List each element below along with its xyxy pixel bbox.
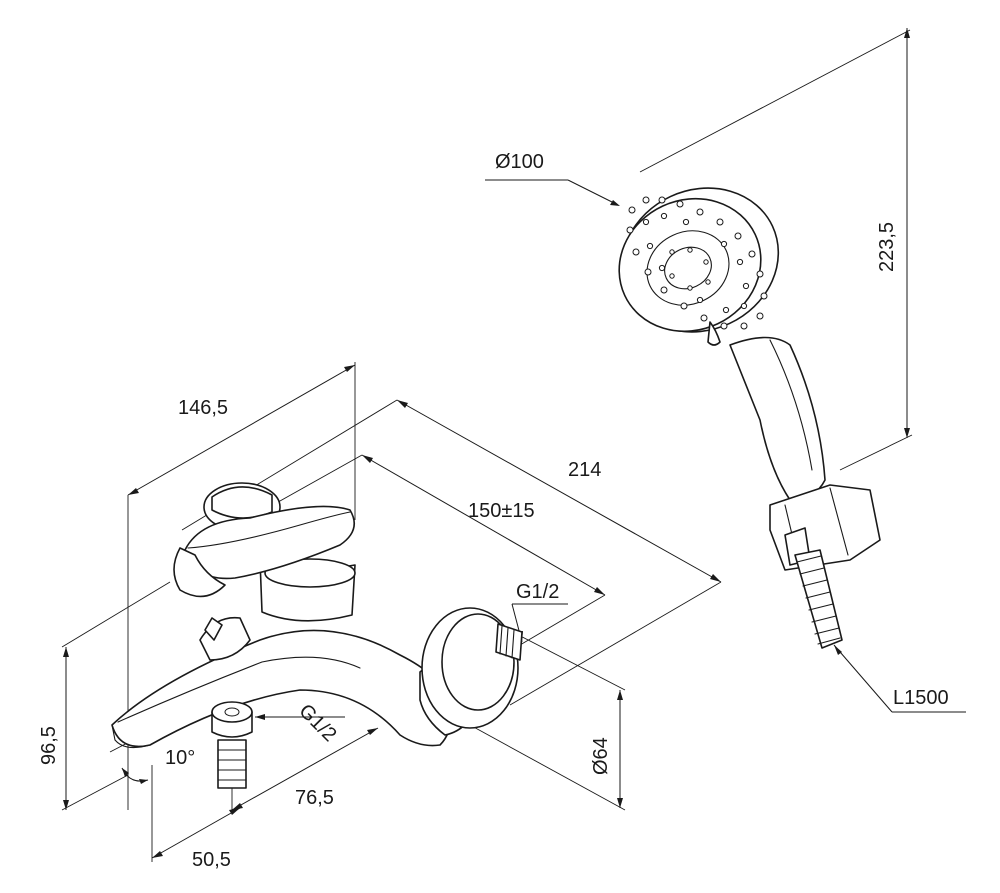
- mixer-body: [111, 482, 523, 789]
- dim-shower-height: 223,5: [876, 28, 910, 438]
- label-flange-diameter: Ø64: [590, 737, 612, 775]
- label-shower-height: 223,5: [876, 222, 898, 272]
- shower-hose: [794, 549, 843, 649]
- label-height-body: 96,5: [38, 726, 60, 765]
- shower-holder: [769, 484, 881, 571]
- label-hose-length: L1500: [893, 687, 949, 709]
- label-showerhead-diameter: Ø100: [495, 151, 544, 173]
- label-inlet-thread: G1/2: [516, 581, 559, 603]
- label-depth-total: 214: [568, 459, 601, 481]
- label-spout-to-outlet: 76,5: [295, 787, 334, 809]
- label-width-body: 146,5: [178, 397, 228, 419]
- label-outlet-thread: G1/2: [294, 700, 340, 746]
- dim-height-body: 96,5: [38, 581, 171, 811]
- dim-width-body: 146,5: [127, 362, 356, 810]
- label-outlet-offset: 50,5: [192, 849, 231, 871]
- shower-nozzles: [626, 196, 768, 330]
- leader-showerhead-diameter: Ø100: [485, 151, 620, 206]
- leader-outlet-thread: G1/2: [255, 700, 345, 746]
- dim-flange-diameter: Ø64: [469, 609, 626, 811]
- dim-outlet-offset: 50,5: [151, 765, 241, 871]
- dim-depth-total: 214: [181, 399, 722, 706]
- leader-hose-length: L1500: [833, 644, 966, 713]
- label-center-distance: 150±15: [468, 500, 535, 522]
- shower-head: [618, 29, 913, 501]
- label-spout-angle: 10°: [165, 747, 195, 769]
